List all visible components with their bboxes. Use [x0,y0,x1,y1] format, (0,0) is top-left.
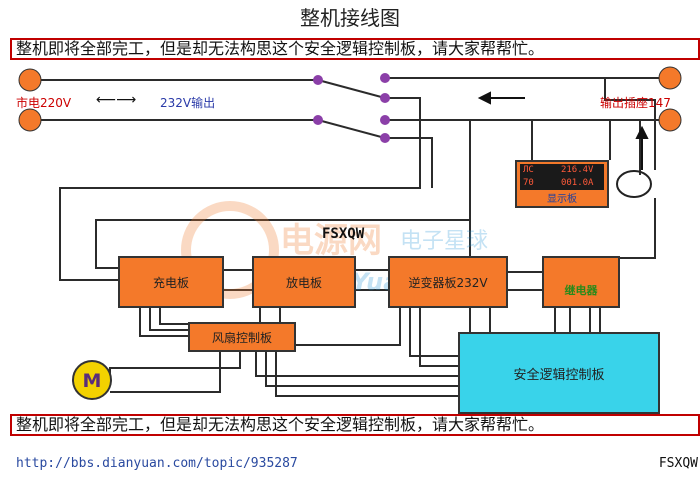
current-sensor-ring [616,170,652,198]
display-screen: ЛС 216.4V 70 001.0A [520,163,604,190]
charge-board: 充电板 [118,256,224,308]
output-socket-label: 输出插座147 [600,96,671,110]
brand-label-corner: FSXQW [658,456,698,471]
display-board: ЛС 216.4V 70 001.0A 显示板 [515,160,609,208]
terminal-mains-top [18,68,42,92]
terminal-output-top [658,66,682,90]
inverter-board: 逆变器板232V [388,256,508,308]
output-232-label: 232V输出 [160,96,216,110]
banner-bottom: 整机即将全部完工，但是却无法构思这个安全逻辑控制板，请大家帮帮忙。 [10,414,700,436]
arrow-left-head [477,91,491,105]
terminals [18,66,682,132]
relay-board: 继电器 [542,256,620,308]
terminal-mains-bottom [18,108,42,132]
motor-icon [72,360,112,400]
terminal-output-bottom [658,108,682,132]
diagram-title: 整机接线图 [300,6,400,30]
source-url: http://bbs.dianyuan.com/topic/935287 [16,456,298,471]
brand-label-center: FSXQW [322,226,365,242]
motor-label: M [83,370,102,392]
arrow-up-head [635,125,649,139]
fan-control-board: 风扇控制板 [188,322,296,352]
bidirectional-arrow-icon: ⟵⟶ [96,92,137,108]
wires [30,77,670,397]
discharge-board: 放电板 [252,256,356,308]
arrows [477,91,649,170]
safety-logic-board: 安全逻辑控制板 [458,332,660,414]
banner-top: 整机即将全部完工，但是却无法构思这个安全逻辑控制板，请大家帮帮忙。 [10,38,700,60]
mains-label: 市电220V [16,96,72,110]
display-caption: 显示板 [547,193,577,205]
